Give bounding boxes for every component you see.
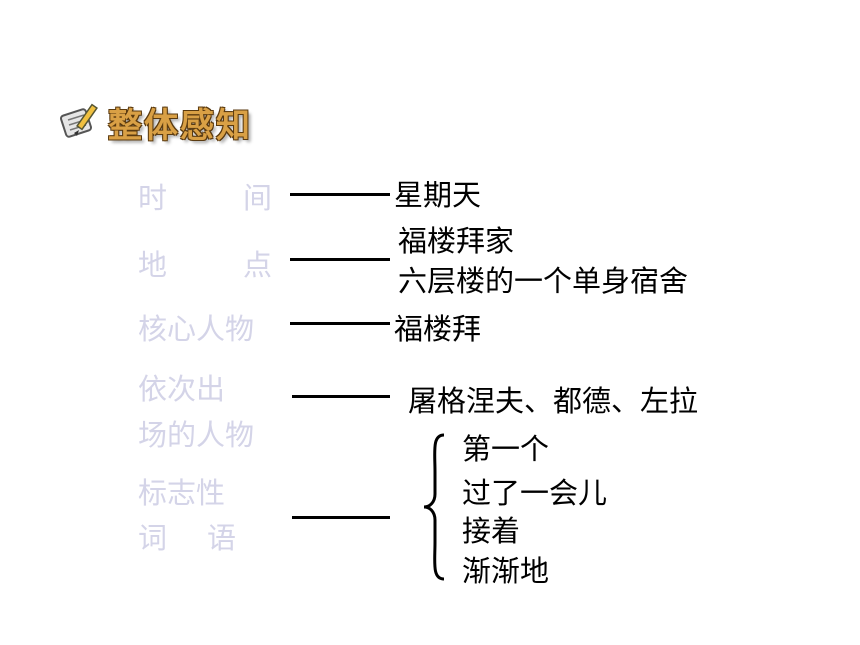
label-core: 核心人物 — [138, 312, 255, 346]
label-char: 地 — [138, 248, 168, 282]
value-marker-3: 接着 — [462, 514, 521, 548]
connector-line — [290, 258, 390, 261]
value-place-2: 六层楼的一个单身宿舍 — [398, 264, 689, 298]
curly-brace — [422, 432, 448, 582]
label-order-2: 场的人物 — [138, 418, 255, 452]
connector-line — [290, 322, 390, 325]
label-char: 语 — [206, 521, 236, 555]
label-markers-2: 词 语 — [138, 515, 236, 557]
label-order-1: 依次出 — [138, 372, 226, 406]
value-core: 福楼拜 — [394, 312, 482, 346]
scroll-pencil-icon — [60, 100, 102, 142]
connector-line — [290, 193, 390, 196]
value-marker-1: 第一个 — [462, 432, 550, 466]
label-char: 时 — [138, 181, 168, 215]
value-marker-2: 过了一会儿 — [462, 476, 608, 510]
label-time: 时 间 — [138, 175, 272, 217]
slide-title: 整体感知 — [108, 106, 252, 146]
connector-line — [292, 395, 390, 398]
connector-line — [292, 516, 390, 519]
label-char: 间 — [242, 181, 272, 215]
value-place-1: 福楼拜家 — [398, 224, 515, 258]
value-order: 屠格涅夫、都德、左拉 — [408, 384, 699, 418]
value-time: 星期天 — [394, 178, 482, 212]
label-char: 点 — [242, 248, 272, 282]
label-markers-1: 标志性 — [138, 476, 226, 510]
label-char: 词 — [138, 521, 168, 555]
value-marker-4: 渐渐地 — [462, 554, 550, 588]
label-place: 地 点 — [138, 242, 272, 284]
